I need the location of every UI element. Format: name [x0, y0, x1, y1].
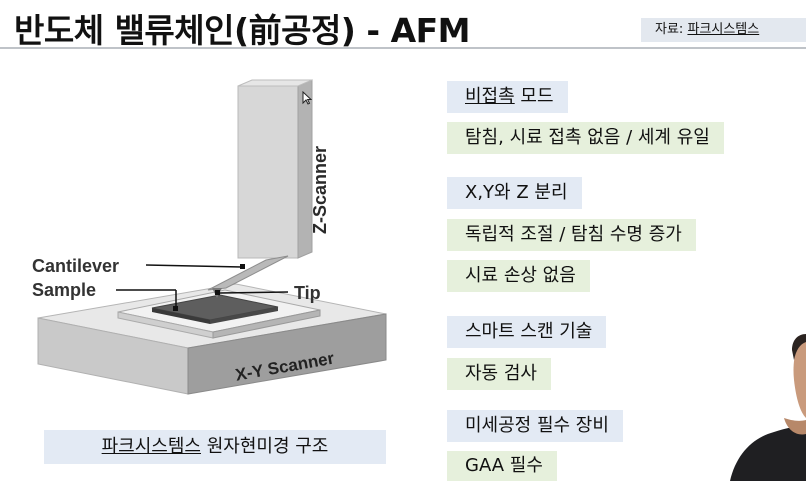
feature-text: 자동 검사: [465, 363, 537, 384]
feature-box-smart-scan: 스마트 스캔 기술: [447, 316, 606, 348]
caption-text: 원자현미경 구조: [201, 436, 328, 457]
source-prefix: 자료:: [655, 22, 687, 37]
feature-text: GAA 필수: [465, 455, 543, 476]
source-label: 자료: 파크시스템스: [641, 18, 806, 42]
z-scanner-label: Z-Scanner: [310, 146, 330, 234]
slide-title: 반도체 밸류체인(前공정) - AFM: [14, 4, 470, 52]
feature-text: X,Y와 Z 분리: [465, 182, 568, 203]
feature-text: 스마트 스캔 기술: [465, 321, 592, 342]
z-scanner-front: [238, 86, 298, 258]
z-scanner-top: [238, 80, 312, 86]
feature-text: 비접촉: [465, 86, 515, 107]
afm-structure-diagram: X-Y Scanner Z-Scanner Cantilever Sample …: [30, 76, 410, 406]
feature-box-xyz-separation: X,Y와 Z 분리: [447, 177, 582, 209]
feature-text: 시료 손상 없음: [465, 265, 576, 286]
feature-box-independent-control: 독립적 조절 / 탐침 수명 증가: [447, 219, 696, 251]
feature-box-no-contact-desc: 탐침, 시료 접촉 없음 / 세계 유일: [447, 122, 724, 154]
feature-text: 모드: [515, 86, 554, 107]
presenter-image: [730, 320, 806, 481]
feature-box-essential-equipment: 미세공정 필수 장비: [447, 410, 623, 442]
cantilever: [208, 256, 288, 290]
feature-text: 탐침, 시료 접촉 없음 / 세계 유일: [465, 127, 710, 148]
sample-label: Sample: [32, 280, 96, 300]
mouse-cursor-icon: [302, 91, 312, 105]
feature-text: 미세공정 필수 장비: [465, 415, 609, 436]
cantilever-pointer: [146, 265, 242, 267]
title-divider: [0, 47, 806, 49]
feature-box-no-damage: 시료 손상 없음: [447, 260, 590, 292]
feature-box-auto-inspection: 자동 검사: [447, 358, 551, 390]
feature-box-noncontact: 비접촉 모드: [447, 81, 568, 113]
source-name: 파크시스템스: [687, 22, 759, 37]
feature-box-gaa: GAA 필수: [447, 451, 557, 481]
figure-caption: 파크시스템스 원자현미경 구조: [44, 430, 386, 464]
caption-company: 파크시스템스: [102, 436, 201, 457]
feature-text: 독립적 조절 / 탐침 수명 증가: [465, 224, 682, 245]
tip-label: Tip: [294, 283, 321, 303]
tip-pointer: [220, 292, 288, 293]
cantilever-label: Cantilever: [32, 256, 119, 276]
